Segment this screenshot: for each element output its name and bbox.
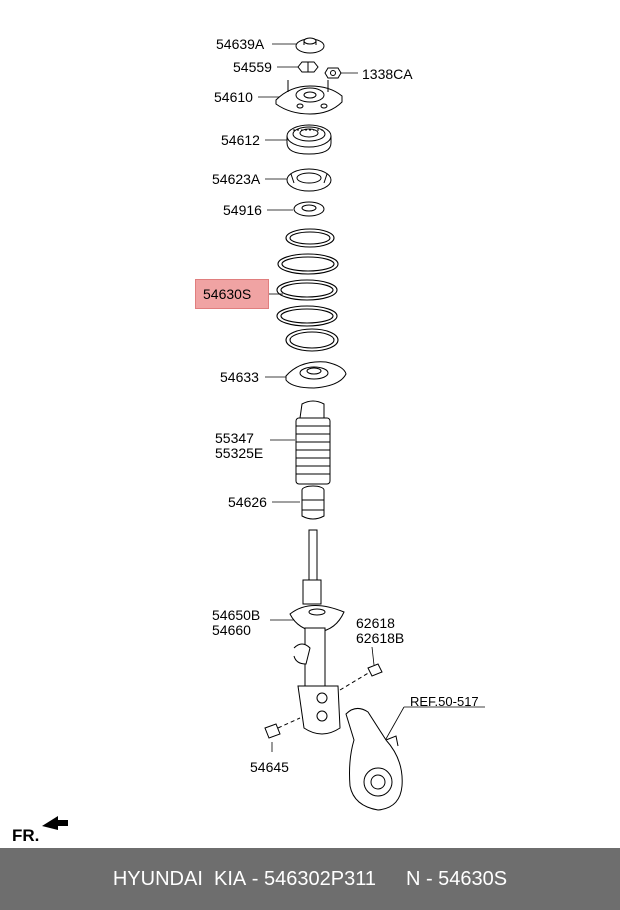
label-54612: 54612 — [221, 132, 260, 148]
footer-brand: HYUNDAI KIA — [112, 867, 247, 890]
label-ref-50-517: REF.50-517 — [410, 694, 479, 709]
spring-seat-lower-part — [285, 361, 347, 389]
footer-part-number: - 546302P311 — [246, 867, 376, 890]
strut-bearing-part — [286, 124, 332, 155]
bolt-54645 — [264, 717, 301, 739]
label-54623A: 54623A — [212, 171, 261, 187]
bolt-62618 — [339, 663, 383, 691]
label-54645: 54645 — [250, 759, 289, 775]
dust-cap-part — [295, 37, 325, 54]
front-direction-label: FR. — [12, 826, 40, 845]
label-62618: 62618 — [356, 615, 395, 631]
footer-n-number: N - 54630S — [405, 867, 508, 890]
label-54610: 54610 — [214, 89, 253, 105]
nut-parts — [297, 61, 342, 79]
coil-spring-part — [276, 228, 339, 352]
label-54626: 54626 — [228, 494, 267, 510]
label-54633: 54633 — [220, 369, 259, 385]
label-62618B: 62618B — [356, 630, 405, 646]
washer-part — [293, 201, 325, 217]
insulator-mount-part — [275, 80, 343, 115]
label-55347: 55347 — [215, 430, 254, 446]
steering-knuckle-part — [345, 708, 403, 811]
footer-bar: HYUNDAI KIA - 546302P311 N - 54630S — [0, 848, 620, 910]
label-1338CA: 1338CA — [362, 66, 413, 82]
front-direction-arrow-icon — [42, 816, 68, 830]
label-54916: 54916 — [223, 202, 262, 218]
label-54639A: 54639A — [216, 36, 265, 52]
highlight-box-54630S — [195, 279, 269, 309]
label-54559: 54559 — [233, 59, 272, 75]
spring-seat-upper-part — [286, 168, 332, 192]
strut-body-part — [289, 529, 345, 735]
strut-assembly-drawing — [42, 37, 485, 830]
label-55325E: 55325E — [215, 445, 264, 461]
dust-boot-part — [295, 400, 331, 485]
label-54630S: 54630S — [203, 286, 252, 302]
bump-stopper-part — [301, 485, 325, 520]
label-54660: 54660 — [212, 622, 251, 638]
label-54650B: 54650B — [212, 607, 261, 623]
